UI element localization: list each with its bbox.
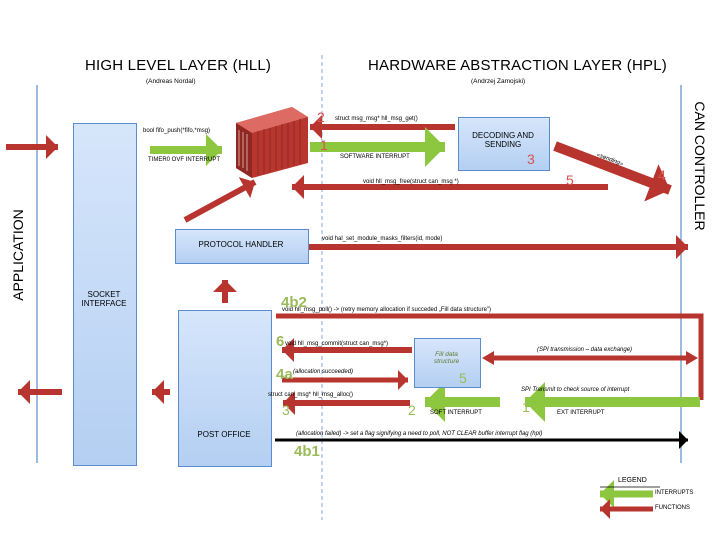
decoding-sending-box: [458, 117, 550, 171]
fill-data-box: [414, 338, 481, 388]
hll-title: HIGH LEVEL LAYER (HLL): [85, 57, 272, 74]
post-office-label: POST OFFICE: [197, 430, 251, 439]
decoding-sending-label: DECODING AND SENDING: [472, 131, 534, 149]
soft-interrupt-label: SOFT INTERRUPT: [430, 410, 482, 416]
msg-poll-path: [276, 313, 704, 400]
msg-free-label: void hll_msg_free(struct can_msg *): [363, 179, 459, 185]
msg-commit-label: void hll_msg_commit(struct can_msg*): [285, 341, 389, 347]
protocol-handler-label: PROTOCOL HANDLER: [198, 240, 284, 249]
post-office-box: [178, 310, 272, 467]
software-interrupt-label: SOFTWARE INTERRUPT: [340, 154, 410, 160]
fifo-push-label: bool fifo_push(*fifo,*msg): [143, 128, 211, 134]
step-4-red: 4: [658, 167, 666, 183]
step-6: 6: [276, 333, 285, 350]
socket-interface-box: [73, 123, 137, 466]
protocol-handler-to-container-arrow: [183, 177, 257, 223]
timer0-label: TIMER0 OVF INTERRUPT: [148, 157, 221, 163]
step-4b2: 4b2: [281, 294, 307, 311]
step-4a: 4a: [276, 366, 293, 383]
can-controller-label: CAN CONTROLLER: [692, 101, 708, 231]
socket-interface-label: SOCKET INTERFACE: [81, 290, 127, 308]
step-1-red: 1: [320, 137, 328, 153]
step-2-green: 2: [408, 402, 416, 418]
spi-left-arrowhead: [482, 351, 494, 365]
hpl-title: HARDWARE ABSTRACTION LAYER (HPL): [368, 57, 667, 74]
spi-right-arrowhead: [686, 351, 698, 365]
msg-alloc-label: struct can_msg* hll_msg_alloc(): [268, 392, 354, 398]
step-2-red: 2: [317, 109, 325, 125]
fill-data-label: Fill data structure: [433, 351, 460, 365]
application-label: APPLICATION: [10, 209, 26, 301]
msg-get-label: struct msg_msg* hll_msg_get(): [335, 116, 418, 122]
spi-transmission-label: (SPI transmission – data exchange): [537, 347, 633, 353]
legend-functions-label: FUNCTIONS: [655, 505, 690, 511]
alloc-succeeded-label: (allocation succeeded): [293, 369, 354, 375]
step-3-red: 3: [527, 151, 535, 167]
sending-arrow: [553, 141, 672, 202]
hll-author: (Andreas Nordal): [146, 78, 196, 85]
step-3-green: 3: [282, 402, 290, 418]
alloc-failed-label: (allocation failed) -> set a flag signif…: [296, 431, 543, 437]
msg-poll-label: void hll_msg_poll() -> (retry memory all…: [282, 307, 492, 313]
step-4b1: 4b1: [294, 443, 320, 460]
fifo-container-icon: [236, 107, 308, 178]
ext-interrupt-label: EXT INTERRUPT: [557, 410, 605, 416]
step-5-green: 5: [459, 370, 467, 386]
set-masks-label: void hal_set_module_masks_filters(id, mo…: [322, 236, 443, 242]
hpl-author: (Andrzej Zamojski): [471, 78, 526, 85]
protocol-handler-box: [175, 229, 309, 264]
legend-interrupts-label: INTERRUPTS: [655, 490, 694, 496]
legend-title: LEGEND: [618, 477, 647, 484]
step-5-red: 5: [566, 172, 574, 188]
step-1-green: 1: [522, 399, 530, 415]
spi-check-label: SPI Transmit to check source of interrup…: [521, 387, 630, 393]
